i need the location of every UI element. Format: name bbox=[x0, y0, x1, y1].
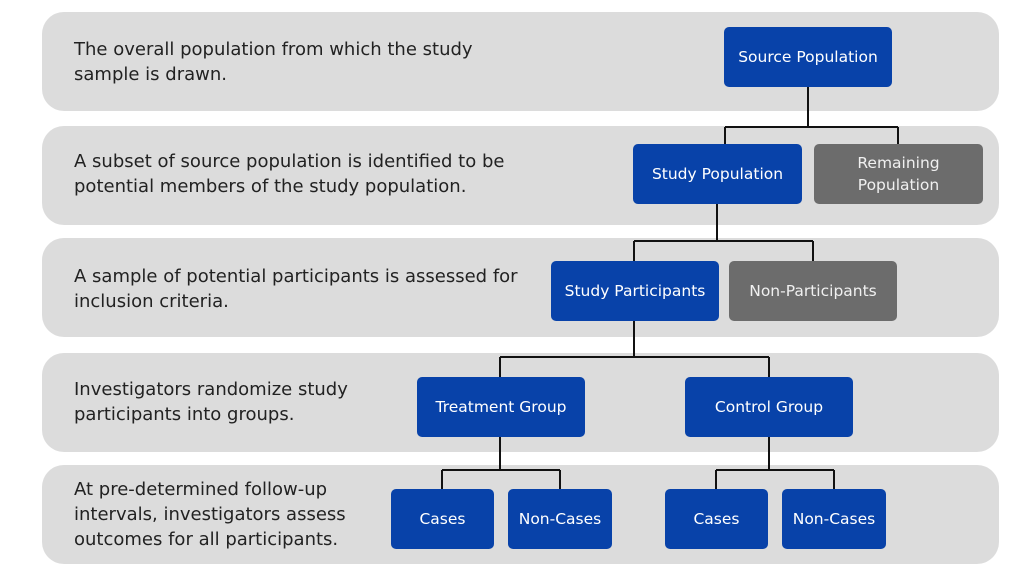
non-participants-node: Non-Participants bbox=[729, 261, 897, 321]
row-description-1: The overall population from which the st… bbox=[74, 39, 473, 85]
treatment-cases-node: Cases bbox=[391, 489, 494, 549]
row-description-2: A subset of source population is identif… bbox=[74, 151, 505, 197]
treatment-group-node: Treatment Group bbox=[417, 377, 585, 437]
row-description-3: A sample of potential participants is as… bbox=[74, 266, 518, 312]
treatment-non-cases-node: Non-Cases bbox=[508, 489, 612, 549]
study-population-node: Study Population bbox=[633, 144, 802, 204]
study-participants-node: Study Participants bbox=[551, 261, 719, 321]
source-population-node: Source Population bbox=[724, 27, 892, 87]
control-group-node: Control Group bbox=[685, 377, 853, 437]
row-description-4: Investigators randomize study participan… bbox=[74, 379, 348, 425]
control-non-cases-node: Non-Cases bbox=[782, 489, 886, 549]
remaining-population-node: Remaining Population bbox=[814, 144, 983, 204]
control-cases-node: Cases bbox=[665, 489, 768, 549]
row-description-5: At pre-determined follow-up intervals, i… bbox=[74, 479, 346, 550]
